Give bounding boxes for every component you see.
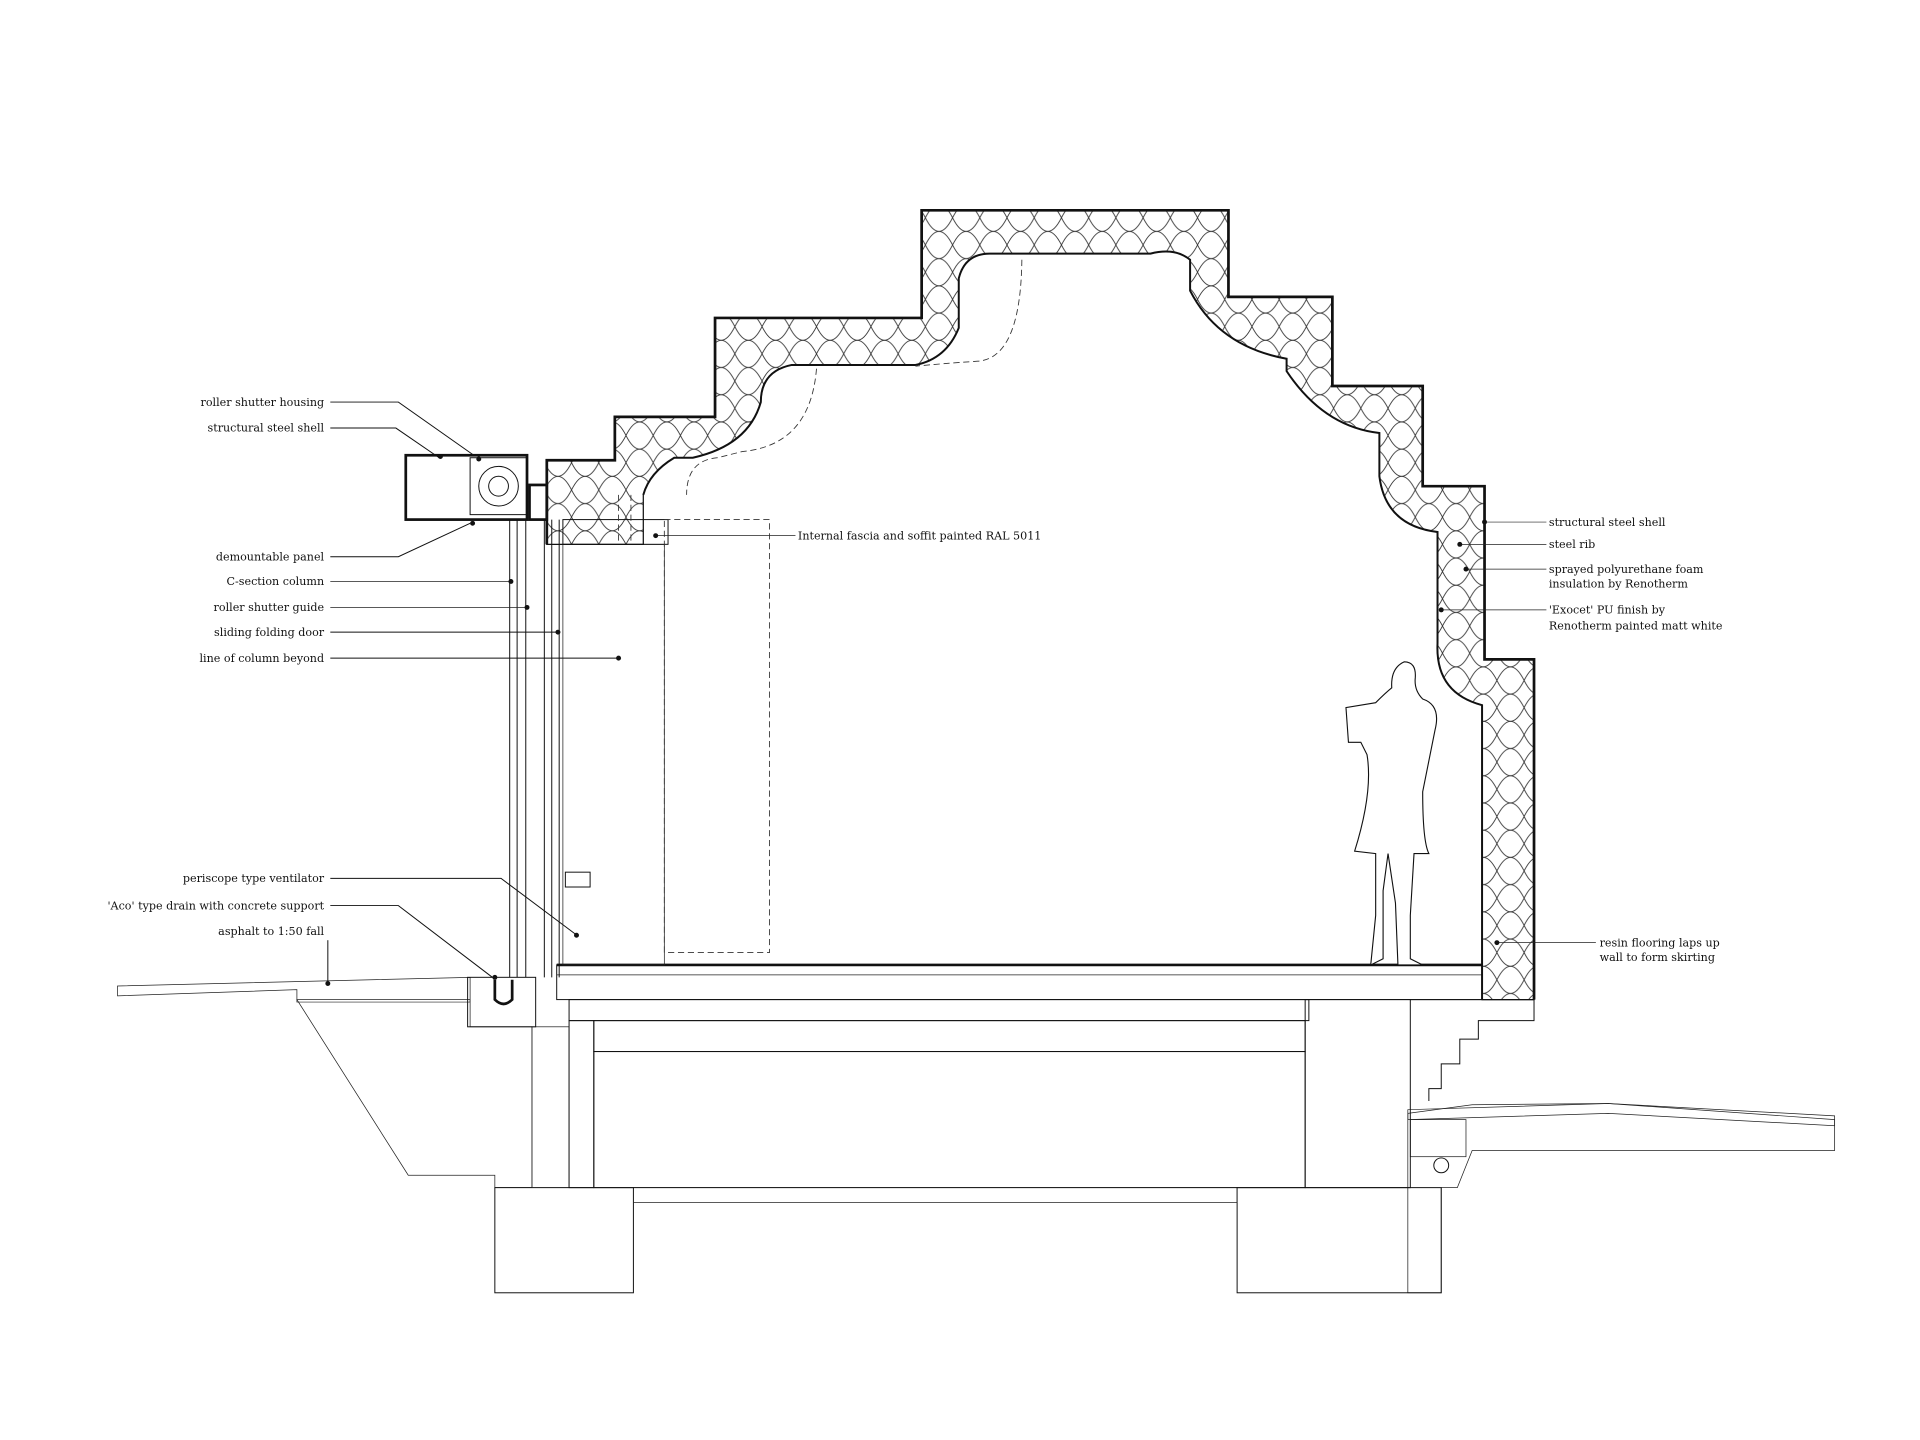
label-structural-steel-shell: structural steel shell xyxy=(208,422,325,435)
label-asphalt: asphalt to 1:50 fall xyxy=(218,925,324,938)
label-resin-flooring-line2: wall to form skirting xyxy=(1600,951,1715,964)
right-annotations: structural steel shell steel rib sprayed… xyxy=(1438,516,1723,964)
shutter-and-door xyxy=(404,453,770,978)
label-aco-drain: 'Aco' type drain with concrete support xyxy=(107,899,324,912)
label-line-of-column-beyond: line of column beyond xyxy=(199,652,324,665)
label-roller-shutter-housing: roller shutter housing xyxy=(201,396,325,409)
label-c-section-column: C-section column xyxy=(227,575,325,588)
label-resin-flooring-line1: resin flooring laps up xyxy=(1600,936,1720,949)
insulated-shell xyxy=(545,208,1536,1001)
label-demountable-panel: demountable panel xyxy=(216,550,325,563)
label-sliding-folding-door: sliding folding door xyxy=(214,626,325,639)
ground xyxy=(117,976,1836,1294)
person-silhouette xyxy=(1345,661,1438,966)
label-sprayed-foam-line2: insulation by Renotherm xyxy=(1549,578,1689,591)
left-annotations: roller shutter housing structural steel … xyxy=(107,396,622,986)
foundations xyxy=(467,976,1535,1294)
label-periscope-ventilator: periscope type ventilator xyxy=(183,872,325,885)
label-internal-fascia: Internal fascia and soffit painted RAL 5… xyxy=(798,529,1041,542)
label-roller-shutter-guide: roller shutter guide xyxy=(214,601,325,614)
label-right-structural-steel-shell: structural steel shell xyxy=(1549,516,1666,529)
label-steel-rib: steel rib xyxy=(1549,538,1595,551)
label-sprayed-foam-line1: sprayed polyurethane foam xyxy=(1549,563,1704,576)
floor-slab xyxy=(556,963,1535,1001)
label-exocet-line1: 'Exocet' PU finish by xyxy=(1549,604,1666,617)
center-annotation: Internal fascia and soffit painted RAL 5… xyxy=(653,529,1041,542)
label-exocet-line2: Renotherm painted matt white xyxy=(1549,620,1723,633)
